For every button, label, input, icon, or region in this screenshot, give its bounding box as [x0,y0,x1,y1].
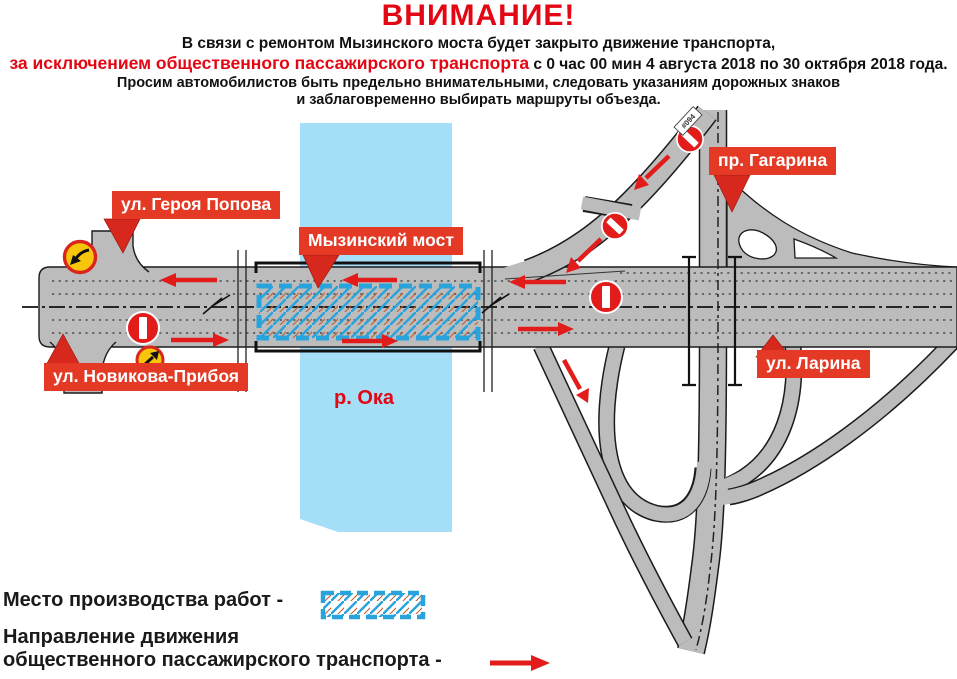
no-entry-sign-ramp-mid [601,212,629,240]
legend-direction-label-line1: Направление движения [3,626,240,648]
work-zone-border [256,283,481,341]
work-zone-hatch [259,286,478,338]
interchange-wedge-north [726,174,957,269]
work-zone-swatch [320,590,426,620]
pointer-gagarina [713,174,751,213]
overpass-edge-marks [682,255,742,387]
bridge-bracket-top [254,261,482,273]
bus-arrow-west-2 [342,273,397,287]
bus-arrow-west-3 [509,275,566,289]
bus-direction-swatch [490,655,550,671]
no-entry-sign-east [589,280,623,314]
header-line2-black: с 0 час 00 мин 4 августа 2018 по 30 октя… [529,56,948,73]
page-title: ВНИМАНИЕ! [381,0,576,32]
bus-arrow-east-3 [518,322,574,336]
header-line2-red: за исключением общественного пассажирско… [9,53,530,73]
bridge-bracket-bottom [254,341,482,353]
break-zigzag-east [481,293,510,314]
label-novikova-priboya: ул. Новикова-Прибоя [44,363,248,391]
break-zigzag-west [202,294,231,315]
bus-route-arrows [160,154,671,403]
interchange-sweep-southeast [720,331,957,506]
bus-arrow-ramp-1 [634,154,671,190]
legend-direction-label-line2: общественного пассажирского транспорта - [3,649,442,671]
pointer-geroya-popova [103,218,141,254]
label-gagarina: пр. Гагарина [709,147,837,175]
offramp-side-branch [580,196,642,221]
bus-arrow-ramp-3 [562,358,589,403]
label-larina: ул. Ларина [757,350,870,378]
header-line2: за исключением общественного пассажирско… [0,53,957,75]
label-geroya-popova: ул. Героя Попова [112,191,281,219]
detour-sign-west [62,239,98,275]
no-entry-sign-west [126,311,160,345]
header-line3: Просим автомобилистов быть предельно вни… [116,75,841,91]
interchange-ramp-southwest [533,342,693,647]
interchange-loop-west [598,343,712,523]
header: ВНИМАНИЕ! В связи с ремонтом Мызинского … [0,0,957,109]
lane-markings [52,272,952,334]
bus-arrow-east-1 [171,333,229,347]
header-line4: и заблаговременно выбирать маршруты объе… [296,92,661,108]
interchange-ramp-east-connector [719,345,803,494]
pointer-myzinsky-most [302,254,340,289]
bus-arrow-west-1 [160,273,217,287]
bus-arrow-ramp-2 [566,237,603,273]
label-oka-river: р. Ока [334,387,395,409]
label-myzinsky-most: Мызинский мост [299,227,463,255]
bus-arrow-east-2 [342,334,398,348]
header-line1: В связи с ремонтом Мызинского моста буде… [181,35,776,52]
gagarina-road [677,110,728,655]
legend-work-zone-label: Место производства работ - [3,589,284,611]
gagarina-centerline [695,112,719,651]
